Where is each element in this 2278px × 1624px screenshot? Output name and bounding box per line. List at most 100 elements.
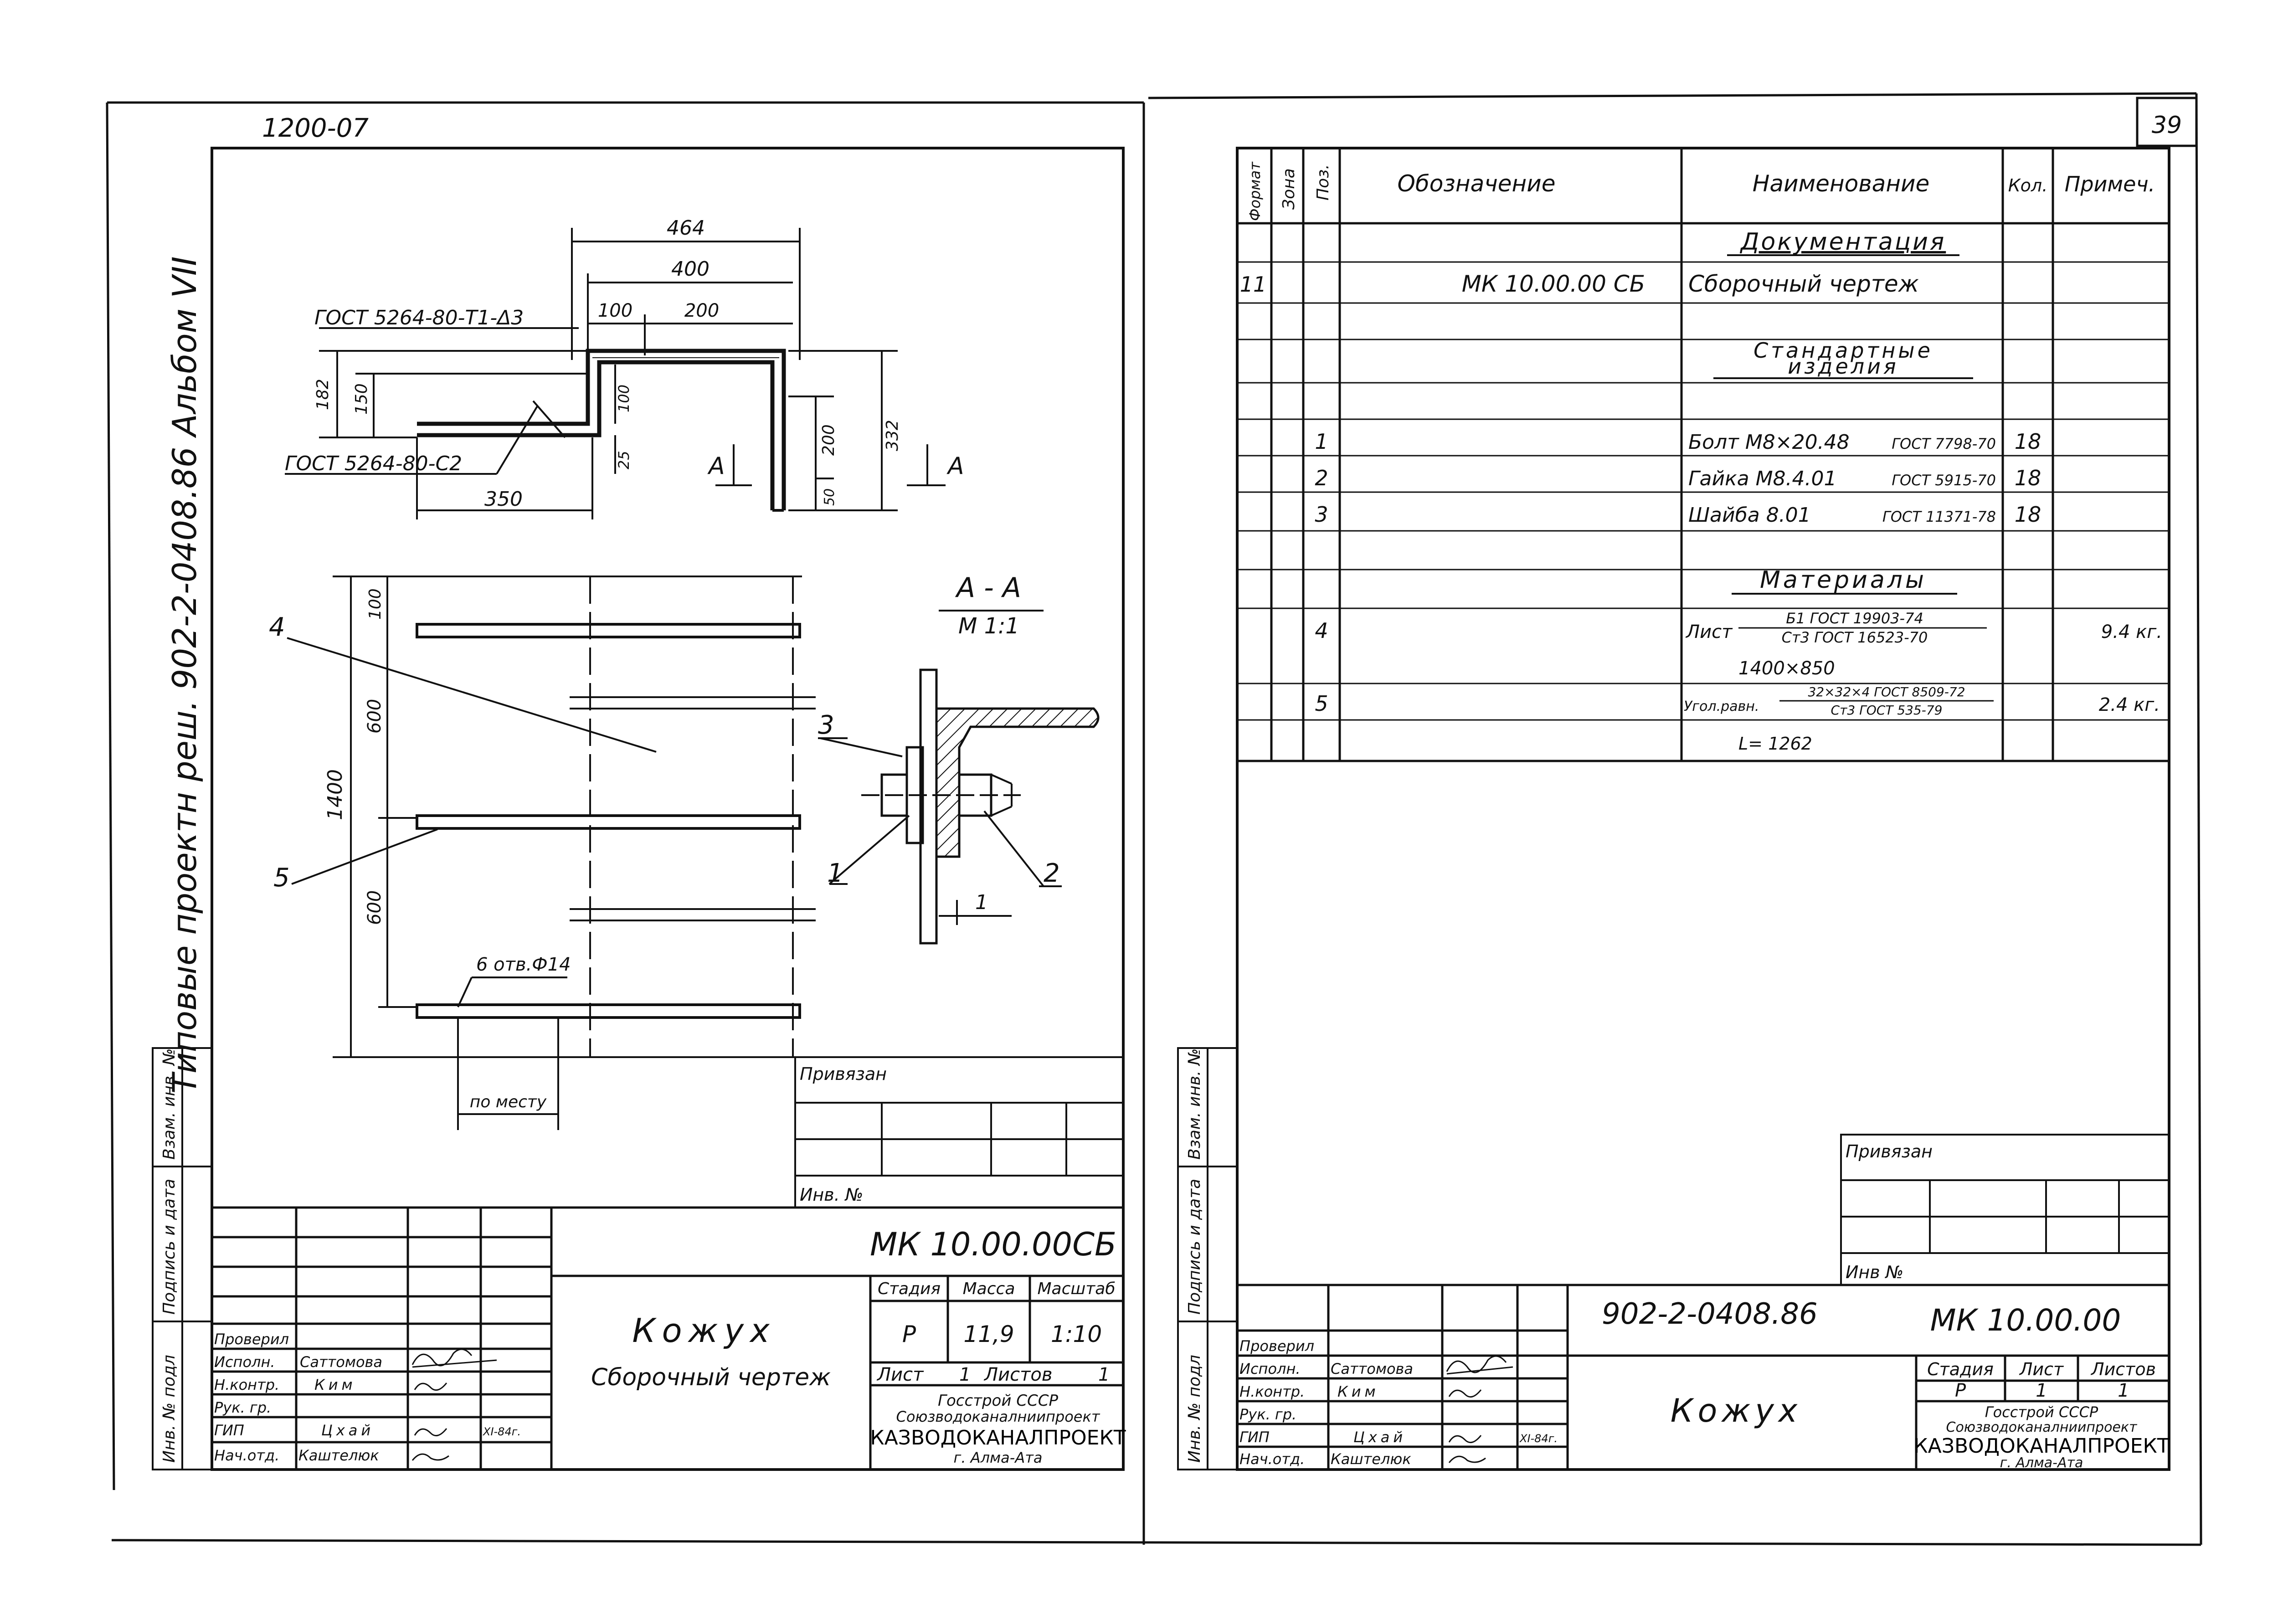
spec-row-10-frac-top: Б1 ГОСТ 19903-74 bbox=[1786, 610, 1923, 627]
dim-50: 50 bbox=[822, 488, 838, 506]
right-doc-code: МК 10.00.00 bbox=[1930, 1303, 2121, 1338]
right-project-number: 902-2-0408.86 bbox=[1602, 1297, 1818, 1331]
right-side-stamp-inv-podl: Инв. № подл bbox=[1185, 1355, 1204, 1463]
dim-25: 25 bbox=[615, 451, 632, 469]
page-frame bbox=[106, 92, 2202, 1546]
left-scale-value: 1:10 bbox=[1051, 1321, 1102, 1347]
left-org-3: КАЗВОДОКАНАЛПРОЕКТ bbox=[870, 1426, 1126, 1449]
left-roles: Проверил Исполн. Н.контр. Рук. гр. ГИП Н… bbox=[214, 1331, 521, 1464]
plan-dim-100: 100 bbox=[366, 588, 385, 620]
dim-150: 150 bbox=[352, 383, 371, 415]
spec-row-7-name: Шайба 8.01 bbox=[1688, 504, 1811, 527]
spec-header-qty: Кол. bbox=[2008, 175, 2048, 195]
dim-100-v: 100 bbox=[615, 385, 632, 412]
left-org-1: Госстрой СССР bbox=[938, 1392, 1058, 1410]
left-stage-value: Р bbox=[902, 1321, 916, 1347]
page-number-box: 39 bbox=[2136, 97, 2198, 147]
left-scale-header: Масштаб bbox=[1037, 1280, 1115, 1298]
spec-row-6-name: Гайка М8.4.01 bbox=[1688, 467, 1837, 490]
corner-code: 1200-07 bbox=[262, 113, 369, 143]
spec-row-5-gost: ГОСТ 7798-70 bbox=[1892, 435, 1996, 452]
position-3-label: 3 bbox=[818, 710, 834, 740]
weld-label-1: ГОСТ 5264-80-Т1-Δ3 bbox=[314, 306, 524, 329]
left-title-block bbox=[211, 1206, 1125, 1471]
right-side-stamp-signature: Подпись и дата bbox=[1185, 1179, 1204, 1315]
album-title: Типовые проектн реш. 902-2-0408.86 Альбо… bbox=[165, 257, 204, 1094]
right-name-gip: Цхай bbox=[1353, 1429, 1406, 1446]
spec-row-7-gost: ГОСТ 11371-78 bbox=[1882, 508, 1996, 525]
left-role-checked: Проверил bbox=[214, 1331, 289, 1348]
section-scale: М 1:1 bbox=[958, 613, 1019, 639]
left-doc-code: МК 10.00.00СБ bbox=[870, 1226, 1116, 1263]
right-side-stamp bbox=[1177, 1047, 1238, 1470]
spec-row-6-pos: 2 bbox=[1315, 466, 1328, 490]
left-role-norm-control: Н.контр. bbox=[214, 1376, 279, 1393]
dim-400: 400 bbox=[671, 257, 710, 281]
spec-row-10-note: 9.4 кг. bbox=[2101, 622, 2162, 642]
dim-200-v: 200 bbox=[819, 424, 838, 456]
spec-header-designation: Обозначение bbox=[1398, 170, 1556, 197]
right-privyazan: Привязан bbox=[1846, 1141, 1933, 1161]
plan-dim-1400: 1400 bbox=[324, 769, 347, 820]
left-title-main: Кожух bbox=[632, 1311, 776, 1350]
right-role-checked: Проверил bbox=[1239, 1337, 1314, 1355]
dim-100: 100 bbox=[598, 300, 632, 321]
right-name-executed: Саттомова bbox=[1331, 1360, 1413, 1377]
left-date: XI-84г. bbox=[482, 1425, 521, 1438]
plan-dim-600-top: 600 bbox=[364, 699, 385, 734]
right-org-1: Госстрой СССР bbox=[1985, 1403, 2098, 1421]
spec-row-12-note: 2.4 кг. bbox=[2099, 694, 2160, 715]
spec-row-7-pos: 3 bbox=[1315, 502, 1328, 527]
section-mark-left: А bbox=[707, 452, 725, 480]
spec-section-materials: Материалы bbox=[1760, 566, 1927, 594]
left-org-4: г. Алма-Ата bbox=[954, 1449, 1043, 1466]
right-stage-header: Стадия bbox=[1927, 1359, 1994, 1379]
right-role-executed: Исполн. bbox=[1239, 1360, 1301, 1377]
spec-section-standard: Стандартные bbox=[1753, 338, 1933, 363]
spec-section-documentation: Документация bbox=[1740, 228, 1946, 256]
right-sheets-header: Листов bbox=[2090, 1359, 2156, 1379]
right-role-group-lead: Рук. гр. bbox=[1239, 1406, 1296, 1423]
section-mark-right: А bbox=[946, 452, 964, 480]
left-sheets-label: Листов bbox=[983, 1364, 1052, 1385]
spec-header-zone: Зона bbox=[1280, 168, 1298, 210]
left-inv-no: Инв. № bbox=[800, 1185, 863, 1205]
position-5-label: 5 bbox=[273, 863, 290, 893]
right-sheet-value: 1 bbox=[2036, 1380, 2047, 1401]
spec-header-format: Формат bbox=[1246, 161, 1264, 221]
spec-row-1-designation: МК 10.00.00 СБ bbox=[1462, 271, 1645, 297]
in-place-label: по месту bbox=[470, 1093, 547, 1111]
right-org-4: г. Алма-Ата bbox=[2000, 1455, 2083, 1471]
position-1-label: 1 bbox=[827, 858, 843, 888]
right-title-main: Кожух bbox=[1671, 1392, 1802, 1429]
spec-row-1-format: 11 bbox=[1240, 272, 1267, 297]
spec-header-name: Наименование bbox=[1753, 170, 1930, 197]
left-name-gip: Цхай bbox=[321, 1422, 374, 1439]
left-mass-header: Масса bbox=[963, 1280, 1015, 1298]
right-inv-no: Инв № bbox=[1846, 1262, 1903, 1282]
plan-dim-600-bot: 600 bbox=[364, 890, 385, 925]
left-role-dept-head: Нач.отд. bbox=[214, 1447, 279, 1464]
spec-row-10-frac-bot: Ст3 ГОСТ 16523-70 bbox=[1782, 629, 1928, 646]
dim-464: 464 bbox=[667, 216, 705, 240]
spec-table-grid bbox=[1237, 148, 2170, 762]
dim-350: 350 bbox=[484, 488, 523, 511]
spec-row-12-frac-bot: Ст3 ГОСТ 535-79 bbox=[1831, 703, 1943, 718]
right-role-dept-head: Нач.отд. bbox=[1239, 1450, 1305, 1468]
section-title: А - А bbox=[955, 572, 1021, 604]
side-stamp-signature: Подпись и дата bbox=[160, 1179, 179, 1315]
spec-row-5-pos: 1 bbox=[1315, 429, 1328, 454]
right-date: XI-84г. bbox=[1519, 1432, 1558, 1445]
plan-view bbox=[287, 576, 816, 1130]
weld-label-2: ГОСТ 5264-80-С2 bbox=[285, 452, 462, 475]
spec-row-5-name: Болт М8×20.48 bbox=[1688, 431, 1850, 454]
left-role-group-lead: Рук. гр. bbox=[214, 1399, 271, 1416]
dim-332: 332 bbox=[883, 420, 902, 451]
spec-row-10-pos: 4 bbox=[1315, 618, 1328, 643]
gap-label: 1 bbox=[975, 891, 988, 914]
left-signatures bbox=[411, 1348, 497, 1461]
left-sheet-label: Лист bbox=[876, 1364, 924, 1385]
page-number: 39 bbox=[2152, 112, 2182, 139]
left-mass-value: 11,9 bbox=[963, 1321, 1014, 1347]
